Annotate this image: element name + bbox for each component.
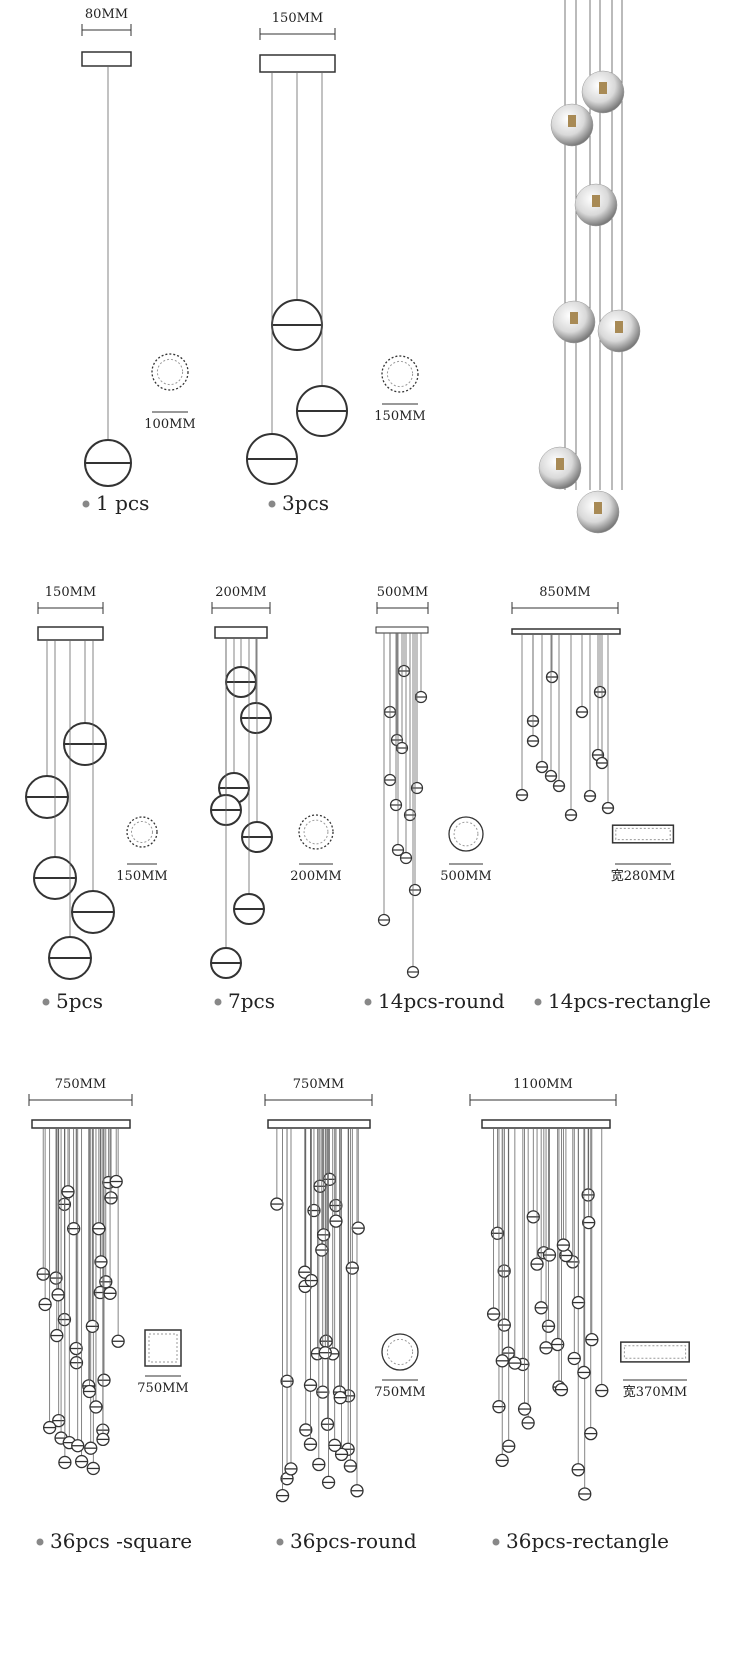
bullet-dot — [214, 998, 222, 1006]
canopy — [37, 626, 104, 641]
fixture-14pcs-rectangle: 850MM 宽280MM 14pcs-rectangle — [511, 585, 711, 1013]
canopy-dimension-label: 宽370MM — [623, 1384, 687, 1400]
photo-brass-socket — [592, 195, 600, 207]
canopy — [214, 626, 268, 639]
canopy-dimension-label: 150MM — [374, 409, 425, 424]
fixture-36pcs-round: 750MM 750MM 36pcs-round — [264, 1077, 426, 1553]
fixture-label: 36pcs-round — [290, 1529, 417, 1553]
canopy-top-view-inner — [131, 821, 153, 843]
canopy — [31, 1119, 131, 1129]
fixture-label: 36pcs-rectangle — [506, 1529, 669, 1553]
fixture-label: 3pcs — [282, 491, 329, 515]
width-dimension-label: 150MM — [45, 585, 96, 600]
fixture-7pcs: 200MM 200MM 7pcs — [210, 585, 342, 1013]
bullet-dot — [364, 998, 372, 1006]
fixture-5pcs: 150MM 150MM 5pcs — [25, 585, 168, 1013]
canopy-dimension-label: 宽280MM — [611, 868, 675, 884]
bullet-dot — [268, 500, 276, 508]
canopy-dimension-label: 200MM — [290, 869, 341, 884]
width-dimension-label: 200MM — [215, 585, 266, 600]
canopy — [481, 1119, 611, 1129]
canopy-top-view-inner — [386, 360, 414, 388]
photo-brass-socket — [615, 321, 623, 333]
bullet-dot — [42, 998, 50, 1006]
fixture-label: 14pcs-round — [378, 989, 505, 1013]
photo-brass-socket — [570, 312, 578, 324]
width-dimension-label: 1100MM — [513, 1077, 573, 1092]
fixture-36pcs-square: 750MM 750MM 36pcs -square — [28, 1077, 192, 1553]
bullet-dot — [82, 500, 90, 508]
canopy-top-view — [620, 1341, 690, 1363]
bullet-dot — [492, 1538, 500, 1546]
photo-brass-socket — [599, 82, 607, 94]
width-dimension-label: 750MM — [293, 1077, 344, 1092]
canopy — [511, 628, 621, 635]
photo-brass-socket — [594, 502, 602, 514]
canopy-dimension-label: 750MM — [374, 1385, 425, 1400]
canopy-top-view — [144, 1329, 182, 1367]
width-dimension-label: 750MM — [55, 1077, 106, 1092]
width-dimension-label: 80MM — [85, 7, 128, 22]
fixture-36pcs-rectangle: 1100MM 宽370MM 36pcs-rectangle — [469, 1077, 690, 1553]
width-dimension-label: 150MM — [272, 11, 323, 26]
canopy-dimension-label: 500MM — [440, 869, 491, 884]
canopy — [375, 626, 429, 634]
canopy-top-view-dots — [615, 827, 671, 841]
bullet-dot — [534, 998, 542, 1006]
canopy-dimension-label: 750MM — [137, 1381, 188, 1396]
canopy — [259, 54, 336, 73]
canopy-top-view-dots — [623, 1345, 687, 1359]
canopy — [267, 1119, 371, 1129]
fixture-label: 14pcs-rectangle — [548, 989, 711, 1013]
canopy-top-view-inner — [303, 819, 329, 845]
width-dimension-label: 850MM — [539, 585, 590, 600]
bullet-dot — [36, 1538, 44, 1546]
canopy-top-view-inner — [453, 821, 479, 847]
fixture-label: 5pcs — [56, 989, 103, 1013]
width-dimension-label: 500MM — [377, 585, 428, 600]
fixture-1pcs: 80MM 100MM 1 pcs — [81, 7, 196, 515]
canopy-top-view-dots — [148, 1333, 178, 1363]
canopy-dimension-label: 150MM — [116, 869, 167, 884]
fixture-label: 1 pcs — [96, 491, 149, 515]
canopy-top-view-inner — [386, 1338, 414, 1366]
fixture-label: 7pcs — [228, 989, 275, 1013]
canopy-dimension-label: 100MM — [144, 417, 195, 432]
canopy-top-view — [611, 824, 675, 844]
photo-brass-socket — [568, 115, 576, 127]
fixture-label: 36pcs -square — [50, 1529, 192, 1553]
fixture-3pcs: 150MM 150MM 3pcs — [246, 11, 426, 515]
canopy — [81, 51, 132, 67]
canopy-top-view-inner — [156, 358, 184, 386]
bullet-dot — [276, 1538, 284, 1546]
photo-brass-socket — [556, 458, 564, 470]
product-photo — [538, 0, 641, 534]
fixture-14pcs-round: 500MM 500MM 14pcs-round — [364, 585, 505, 1013]
